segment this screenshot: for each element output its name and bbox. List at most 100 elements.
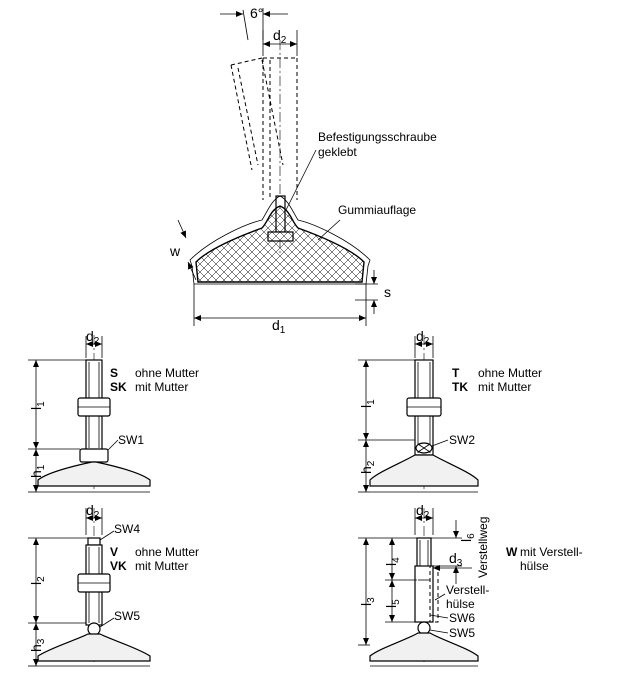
svg-text:d2: d2 [86, 502, 100, 521]
w-l4-sub: 4 [391, 557, 402, 563]
t-sw2-label: SW2 [449, 433, 475, 447]
tk-desc: mit Mutter [478, 380, 531, 394]
s-sw1-label: SW1 [118, 433, 144, 447]
w-l5-label: l [383, 605, 399, 608]
tilted-bolt-ghost [230, 57, 284, 171]
svg-text:d1: d1 [272, 317, 286, 336]
svg-text:d2: d2 [416, 328, 430, 347]
w-l6-label: l [458, 539, 474, 542]
w-d3-sub: 3 [457, 558, 463, 569]
s-l1-sub: 1 [36, 401, 47, 407]
svg-text:l3: l3 [358, 597, 377, 606]
w-l3-label: l [358, 603, 374, 606]
svg-text:l6: l6 [458, 533, 477, 542]
w-l5-sub: 5 [391, 599, 402, 605]
svg-text:h2: h2 [358, 460, 377, 474]
variant-w: d2 l3 l4 l5 l6 Verstellweg d3 [358, 502, 583, 667]
s-h1-label: h [28, 470, 44, 478]
w-base [369, 632, 479, 662]
t-d2-sub: 2 [424, 336, 430, 347]
variant-v: d2 l2 h3 SW4 SW5 V ohne Mutter VK mit Mu… [28, 502, 199, 667]
vk-desc: mit Mutter [135, 559, 188, 573]
d2-dimension-top: d2 [262, 27, 298, 56]
t-h2-sub: 2 [366, 460, 377, 466]
callout-screw-leader [285, 149, 317, 211]
w-dimension: w [169, 219, 197, 281]
v-d2-sub: 2 [94, 510, 100, 521]
v-desc: ohne Mutter [135, 545, 199, 559]
d2-sub-top: 2 [281, 35, 287, 46]
w-desc-line1: mit Verstell- [520, 545, 583, 559]
w-l6-sub: 6 [466, 533, 477, 539]
svg-text:l4: l4 [383, 557, 402, 566]
w-sleeve-line2: hülse [446, 597, 475, 611]
vk-code: VK [110, 559, 127, 573]
t-l1-sub: 1 [366, 399, 377, 405]
s-label: s [384, 284, 391, 300]
w-sw6-label: SW6 [449, 611, 475, 625]
d1-label: d [272, 317, 280, 333]
t-base [369, 454, 479, 487]
t-l1-label: l [358, 405, 374, 408]
svg-text:l1: l1 [28, 401, 47, 410]
top-view: 6° d2 Befestigungsschraube geklebt Gummi… [169, 5, 437, 336]
callout-rubber-leader [317, 219, 341, 241]
svg-text:l1: l1 [358, 399, 377, 408]
w-d2-sub: 2 [424, 510, 430, 521]
w-code: W [506, 545, 518, 559]
tk-code: TK [452, 380, 468, 394]
v-l2-sub: 2 [36, 576, 47, 582]
v-base [37, 633, 151, 662]
w-sleeve-line1: Verstell- [446, 583, 489, 597]
t-h2-label: h [358, 466, 374, 474]
v-l2-label: l [28, 582, 44, 585]
t-d2-label: d [416, 328, 424, 344]
callout-screw-line2: geklebt [318, 145, 357, 159]
v-sw4-label: SW4 [114, 522, 140, 536]
v-code: V [110, 545, 118, 559]
w-desc-line2: hülse [520, 559, 549, 573]
s-base [37, 461, 151, 487]
variant-s: d2 l1 h1 SW1 S ohne Mutter SK mit Mutter [28, 328, 199, 493]
w-l4-label: l [383, 563, 399, 566]
svg-text:h1: h1 [28, 464, 47, 478]
v-sw5-label: SW5 [114, 609, 140, 623]
w-verstellweg: Verstellweg [476, 517, 490, 578]
sk-code: SK [110, 380, 127, 394]
angle-label: 6° [250, 5, 263, 21]
s-d2-label: d [86, 328, 94, 344]
w-ball-sw5 [417, 621, 431, 635]
v-h3-sub: 3 [36, 638, 47, 644]
d1-dimension: d1 [193, 284, 367, 336]
s-h1-sub: 1 [36, 464, 47, 470]
svg-text:l5: l5 [383, 599, 402, 608]
variant-t: d2 l1 h2 SW2 T ohne Mutter TK mit Mutter [358, 328, 542, 493]
s-desc: ohne Mutter [135, 366, 199, 380]
v-d2-label: d [86, 502, 94, 518]
w-d2-label: d [416, 502, 424, 518]
d2-label-top: d [273, 27, 281, 43]
s-dimension: s [355, 270, 391, 314]
svg-text:l2: l2 [28, 576, 47, 585]
svg-text:d2: d2 [416, 502, 430, 521]
w-sw5-label: SW5 [449, 626, 475, 640]
w-d3-label: d [449, 550, 457, 566]
foot-housing [189, 195, 371, 285]
t-code: T [452, 366, 460, 380]
d1-sub: 1 [280, 325, 286, 336]
svg-text:d2: d2 [86, 328, 100, 347]
svg-text:h3: h3 [28, 638, 47, 652]
v-hex-sw4 [87, 537, 101, 546]
rubber-pad [195, 205, 365, 283]
v-h3-label: h [28, 644, 44, 652]
s-d2-sub: 2 [94, 336, 100, 347]
callout-rubber: Gummiauflage [338, 203, 416, 217]
t-desc: ohne Mutter [478, 366, 542, 380]
s-hex-sw1 [79, 448, 109, 463]
s-code: S [110, 366, 118, 380]
s-l1-label: l [28, 407, 44, 410]
sk-desc: mit Mutter [135, 380, 188, 394]
w-l3-sub: 3 [366, 597, 377, 603]
callout-screw-line1: Befestigungsschraube [318, 130, 437, 144]
